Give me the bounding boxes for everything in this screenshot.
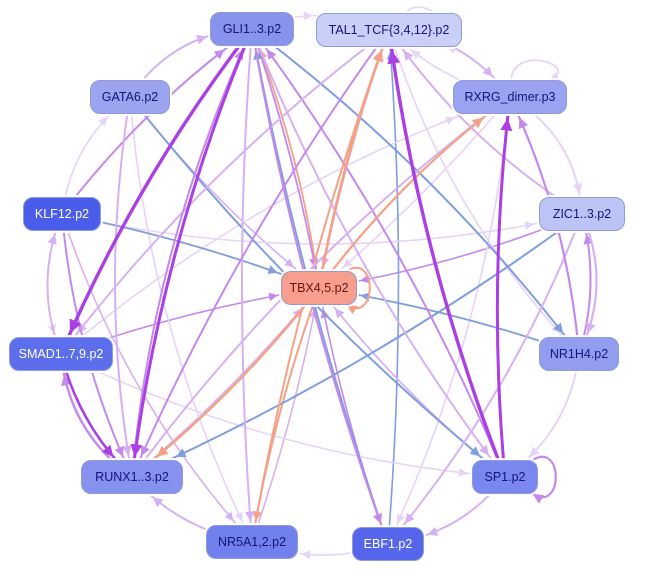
node-ebf1[interactable]: EBF1.p2 [352,527,424,561]
node-label: SP1.p2 [484,470,526,484]
node-label: TBX4,5.p2 [289,281,349,295]
node-klf12[interactable]: KLF12.p2 [23,197,101,231]
node-label: KLF12.p2 [34,207,90,221]
node-label: NR1H4.p2 [549,347,609,361]
node-label: GATA6.p2 [101,90,159,104]
node-rxrg-dimer[interactable]: RXRG_dimer.p3 [453,80,567,114]
node-nr5a1-2[interactable]: NR5A1,2.p2 [206,525,298,559]
node-gata6[interactable]: GATA6.p2 [90,80,170,114]
node-label: NR5A1,2.p2 [217,535,287,549]
node-nr1h4[interactable]: NR1H4.p2 [539,337,619,371]
node-runx1-3[interactable]: RUNX1..3.p2 [81,460,183,494]
node-label: RUNX1..3.p2 [95,470,169,484]
node-label: EBF1.p2 [363,537,413,551]
node-tal1-tcf[interactable]: TAL1_TCF{3,4,12}.p2 [316,13,462,47]
node-label: RXRG_dimer.p3 [464,90,556,104]
node-zic1-3[interactable]: ZIC1..3.p2 [539,197,625,231]
node-label: GLI1..3.p2 [222,22,282,36]
node-smad1-7-9[interactable]: SMAD1..7,9.p2 [9,337,113,371]
node-label: SMAD1..7,9.p2 [18,347,104,361]
node-gli1-3[interactable]: GLI1..3.p2 [210,12,294,46]
node-sp1[interactable]: SP1.p2 [472,460,538,494]
node-tbx4-5-center[interactable]: TBX4,5.p2 [281,271,357,305]
node-label: ZIC1..3.p2 [552,207,612,221]
node-label: TAL1_TCF{3,4,12}.p2 [328,23,450,37]
